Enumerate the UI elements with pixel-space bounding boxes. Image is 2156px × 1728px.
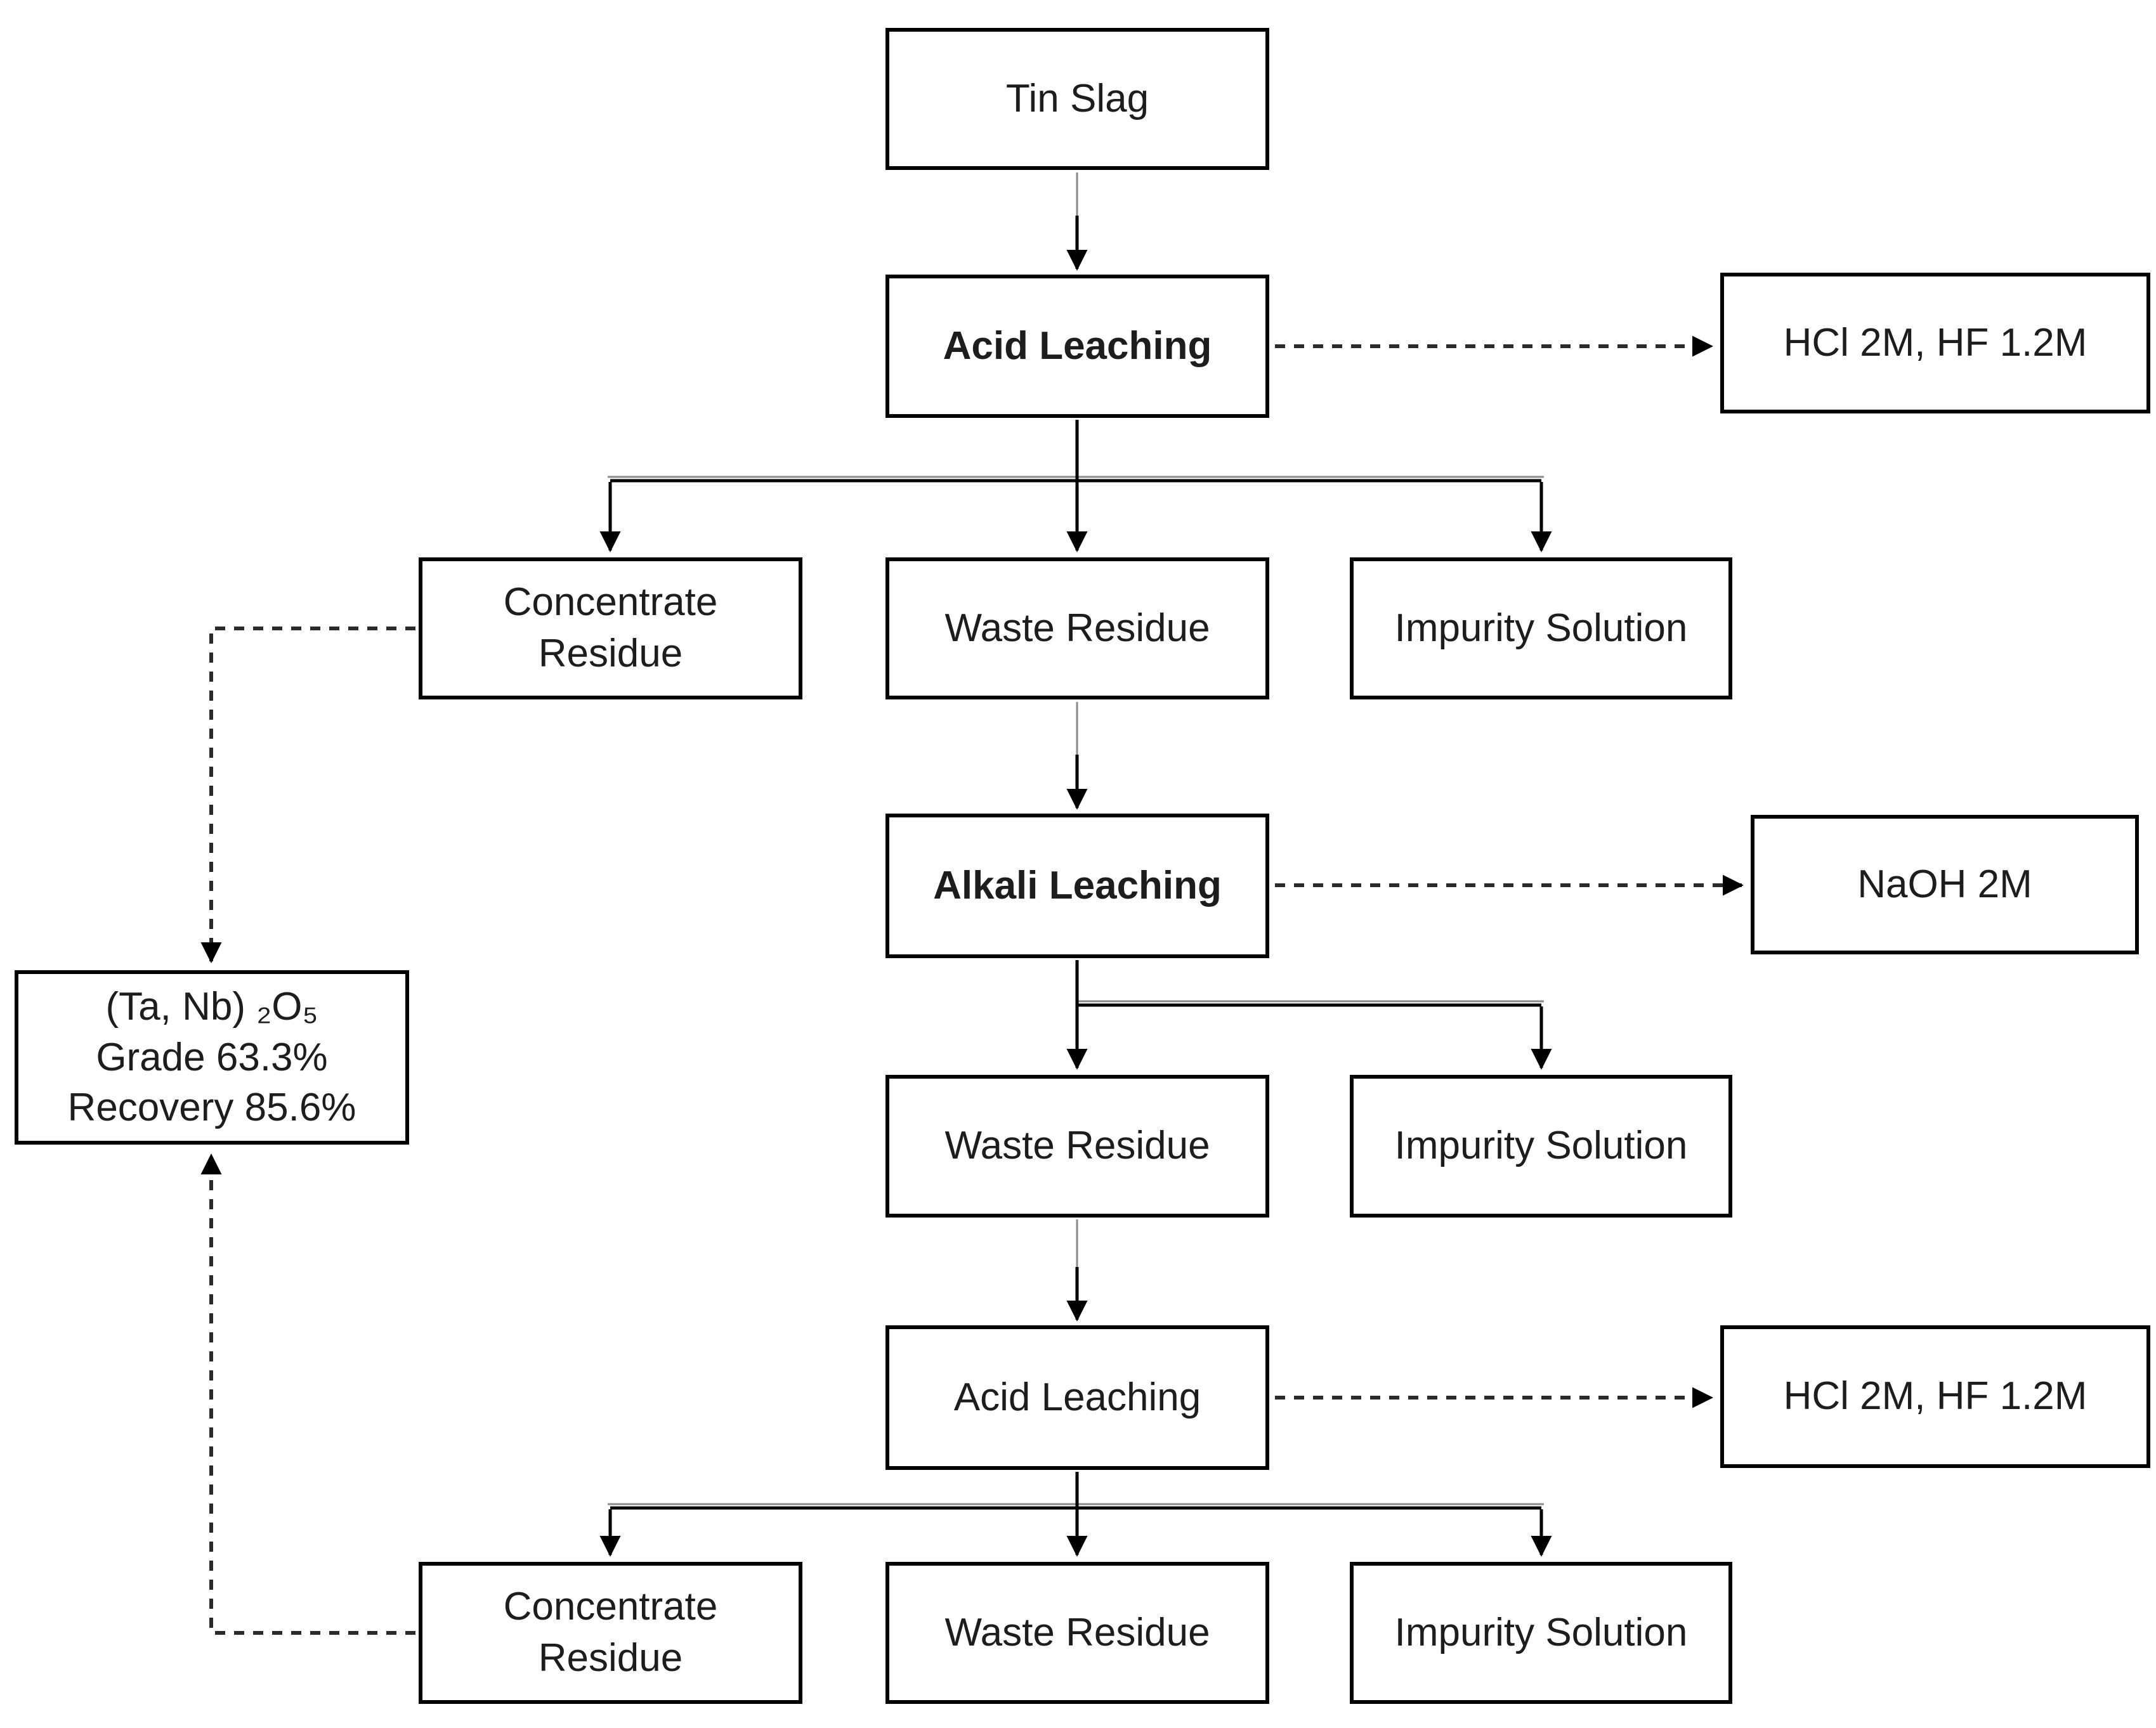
node-alkali-leaching: Alkali Leaching [885,814,1269,958]
node-label: Waste Residue [944,1124,1210,1168]
node-label: Acid Leaching [943,323,1212,368]
node-label: Impurity Solution [1394,1124,1688,1168]
node-reagent-naoh: NaOH 2M [1751,815,2139,954]
node-label: Waste Residue [944,606,1210,650]
node-waste-residue-1: Waste Residue [885,557,1269,699]
node-label: Impurity Solution [1394,606,1688,650]
node-concentrate-residue-1: Concentrate Residue [419,557,802,699]
node-acid-leaching-2: Acid Leaching [885,1325,1269,1470]
node-impurity-solution-3: Impurity Solution [1350,1562,1732,1704]
node-reagent-hcl-hf-2: HCl 2M, HF 1.2M [1720,1325,2150,1468]
node-waste-residue-2: Waste Residue [885,1075,1269,1218]
node-label: (Ta, Nb) ₂O₅ Grade 63.3% Recovery 85.6% [67,985,356,1130]
node-label: Tin Slag [1005,76,1149,120]
node-label: NaOH 2M [1857,862,2032,906]
solid-edges [599,216,1552,1557]
node-label: HCl 2M, HF 1.2M [1783,320,2087,365]
node-product-ta-nb-oxide: (Ta, Nb) ₂O₅ Grade 63.3% Recovery 85.6% [15,970,409,1145]
node-reagent-hcl-hf-1: HCl 2M, HF 1.2M [1720,273,2150,413]
node-impurity-solution-1: Impurity Solution [1350,557,1732,699]
edge-conc1-product [200,627,415,963]
node-acid-leaching-1: Acid Leaching [885,275,1269,418]
node-label: Concentrate Residue [503,580,718,675]
node-tin-slag: Tin Slag [885,28,1269,170]
node-label: Concentrate Residue [503,1585,718,1680]
dashed-edges [200,335,1744,1635]
edge-conc2-product [200,1153,415,1635]
node-label: Acid Leaching [953,1375,1201,1419]
node-label: Impurity Solution [1394,1610,1688,1654]
node-concentrate-residue-2: Concentrate Residue [419,1562,802,1704]
node-label: Waste Residue [944,1610,1210,1654]
node-label: HCl 2M, HF 1.2M [1783,1374,2087,1419]
node-waste-residue-3: Waste Residue [885,1562,1269,1704]
node-impurity-solution-2: Impurity Solution [1350,1075,1732,1218]
node-label: Alkali Leaching [933,863,1222,907]
